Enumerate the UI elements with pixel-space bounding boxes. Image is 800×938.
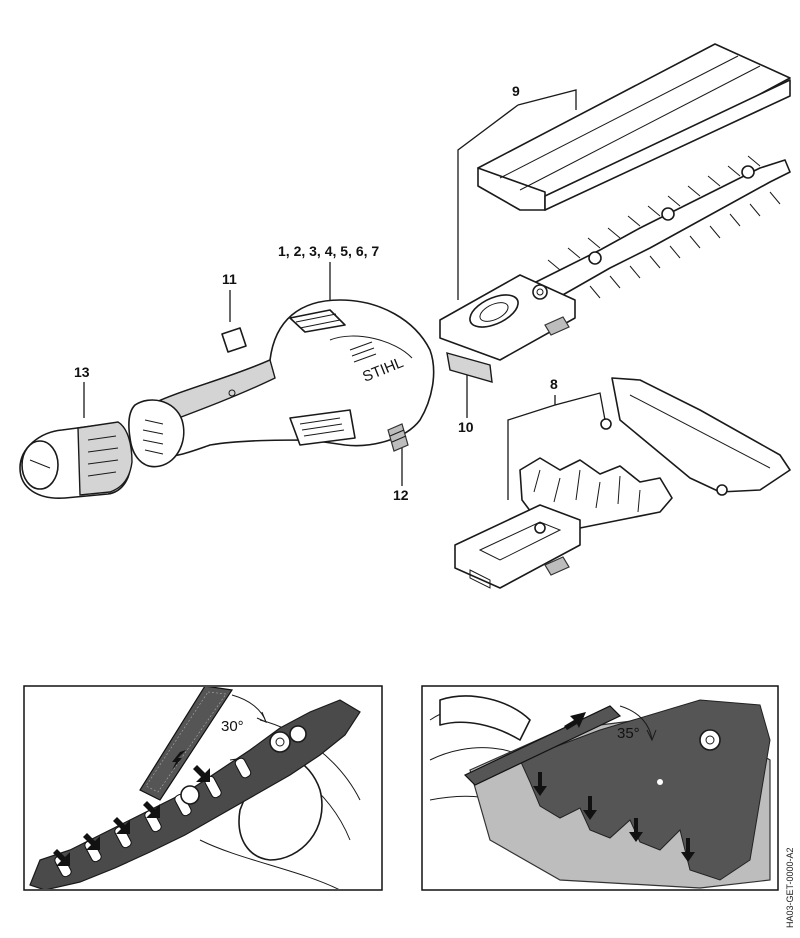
callout-11: 11 [222,271,237,287]
callout-13: 13 [74,364,90,380]
document-id: HA03-GET-0000-A2 [785,847,795,928]
callout-1-7: 1, 2, 3, 4, 5, 6, 7 [278,243,379,259]
callout-9: 9 [512,83,520,99]
shrub-blade-part [454,377,791,589]
battery-part-13 [19,421,133,499]
detail-panel-left: 30° [23,685,383,891]
leader-lines [83,89,606,500]
blade-guard-part [477,43,791,211]
pad-part-10 [446,352,493,383]
angle-label-35: 35° [617,725,640,742]
hedge-blade-part [439,155,791,361]
detail-panel-right: 35° [421,685,779,891]
callout-10: 10 [458,419,474,435]
handle-motor-unit: STIHL [128,299,435,468]
callout-12: 12 [393,487,409,503]
angle-label-30: 30° [221,718,244,735]
grip-part-12 [387,423,409,452]
label-part-11 [221,327,247,353]
callout-8: 8 [550,376,558,392]
